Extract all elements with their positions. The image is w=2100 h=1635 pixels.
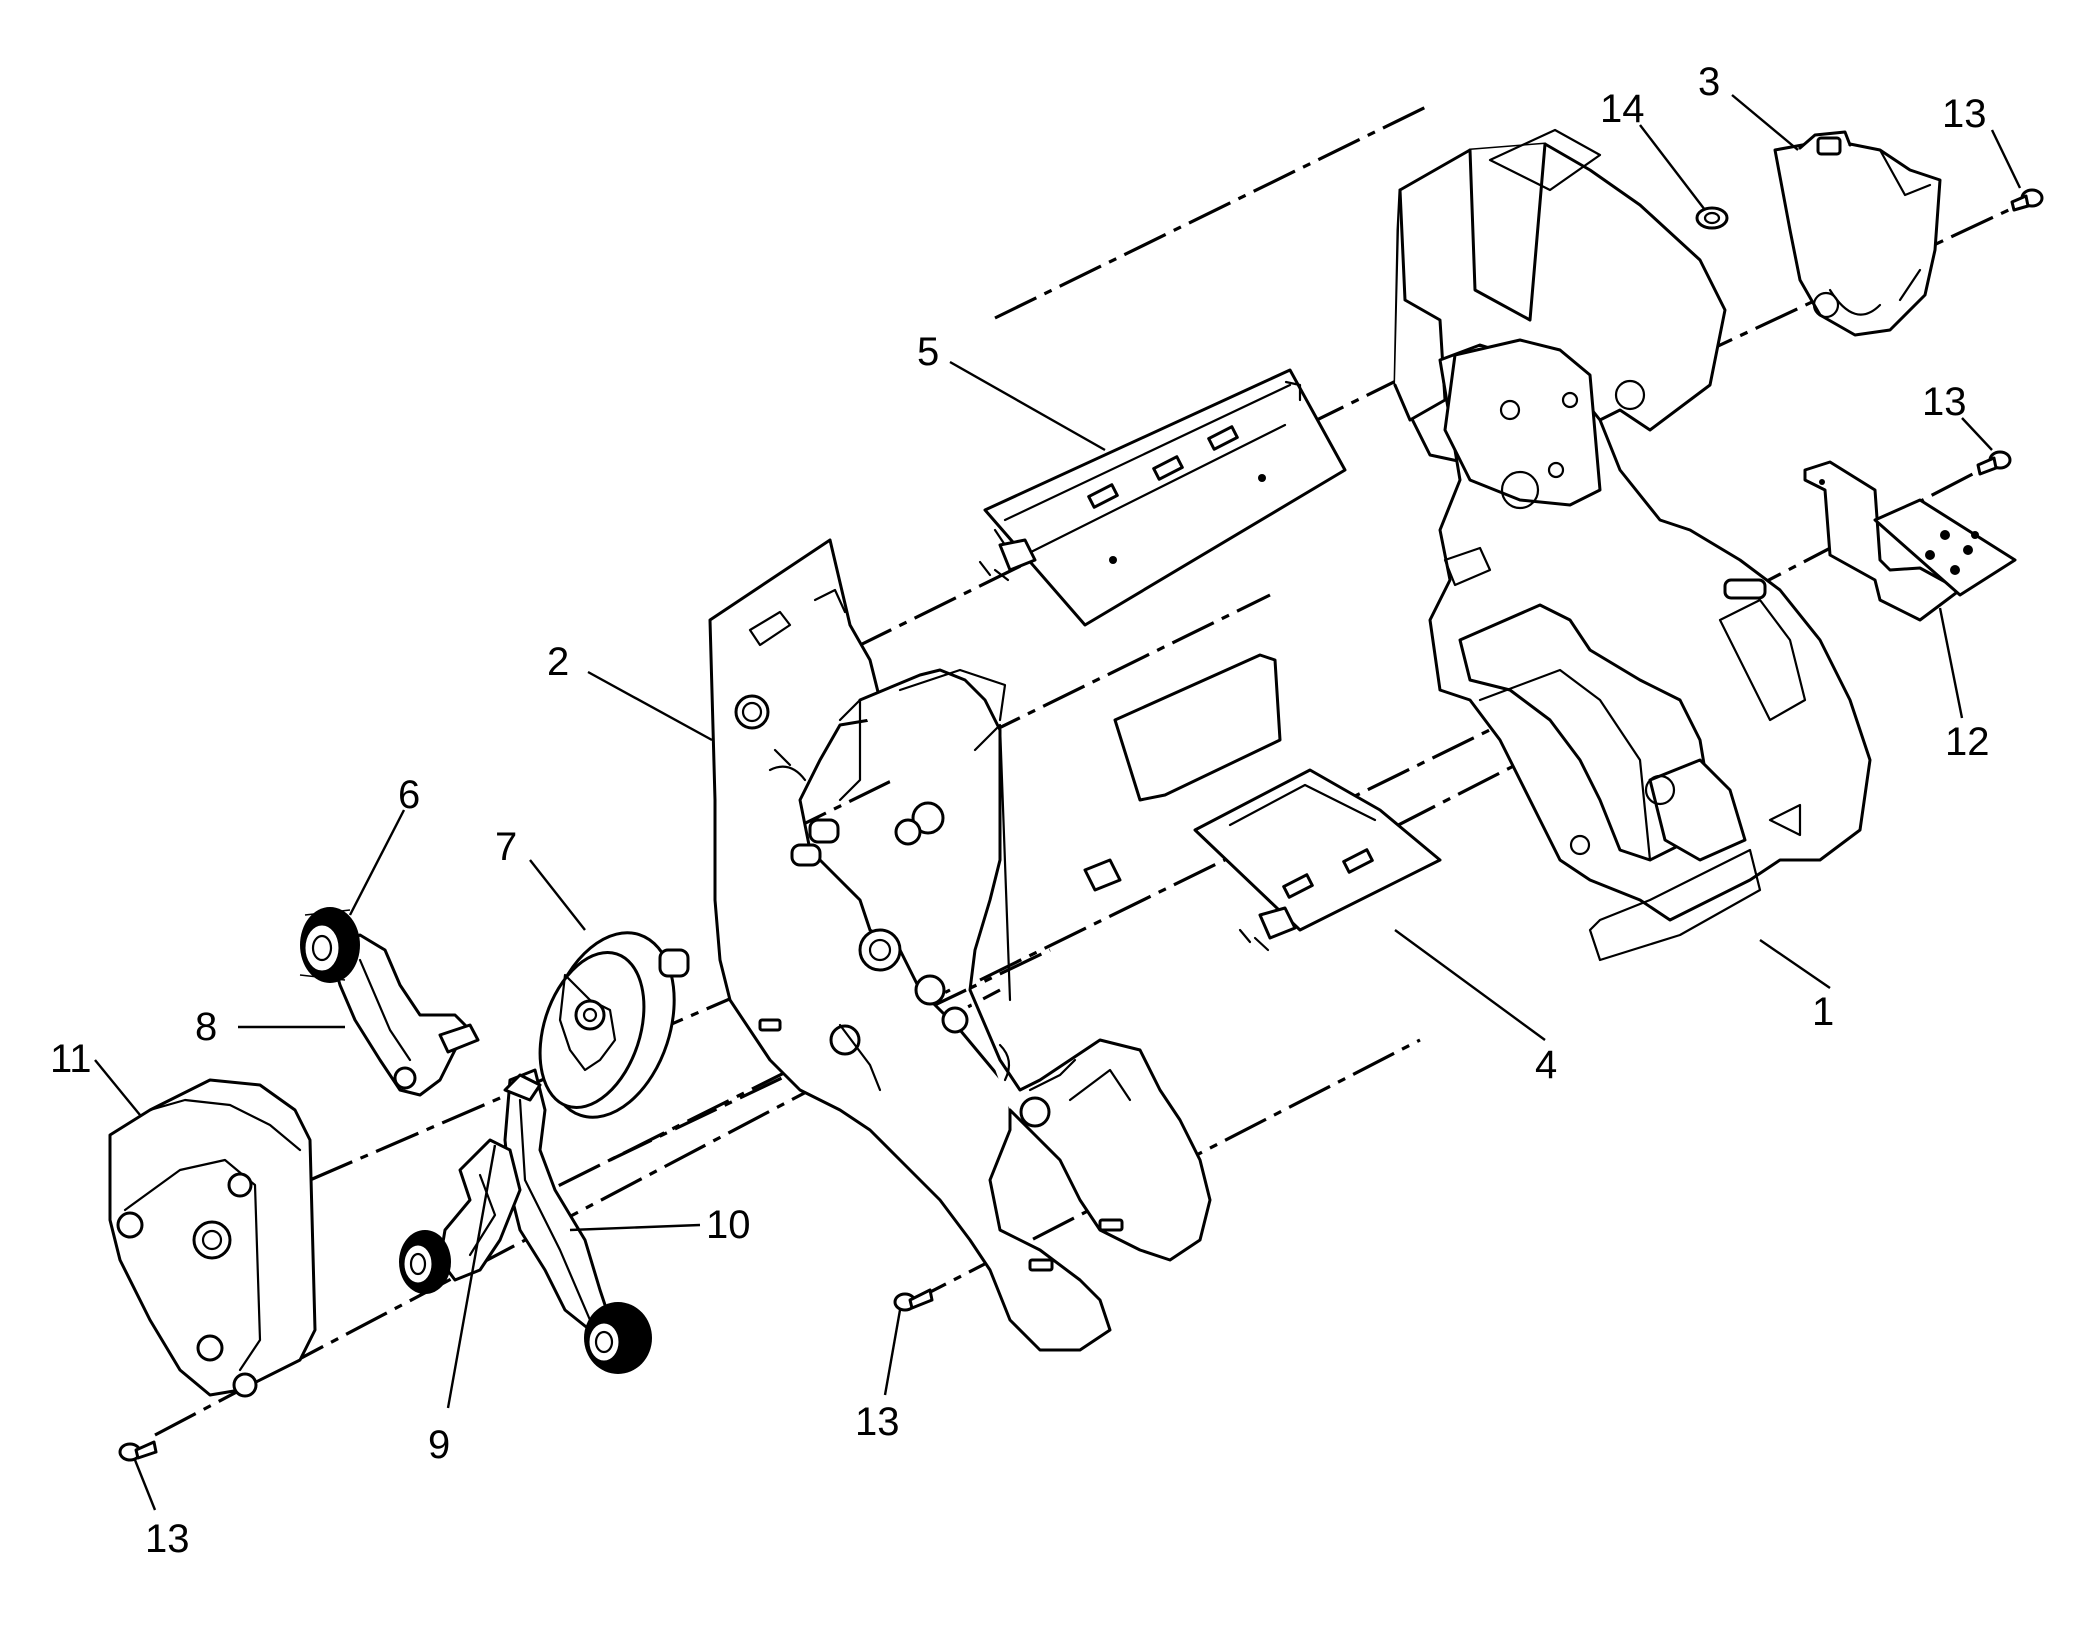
axis-line: [1739, 463, 1991, 597]
leader-2: [587, 670, 713, 742]
part-1-main-housing: [1393, 128, 1872, 962]
part-9-link-arm: [438, 1138, 522, 1282]
callout-1: 1: [1812, 990, 1834, 1034]
leader-13b: [1961, 417, 1993, 451]
part-11-gear-cover: [108, 1078, 317, 1398]
callout-8: 8: [195, 1005, 217, 1049]
callout-3: 3: [1698, 60, 1720, 104]
leader-7: [529, 859, 586, 931]
callout-9: 9: [428, 1423, 450, 1467]
callout-12: 12: [1945, 720, 1990, 764]
callouts: 1 2 3 4 5 6 7 8 9 10 11 12 13 13 13 13 1…: [50, 60, 1990, 1561]
part-4-inner-panel: [1083, 653, 1442, 952]
callout-6: 6: [398, 773, 420, 817]
screw-bottom-left: [118, 1440, 158, 1462]
part-7-pulley: [538, 931, 690, 1119]
part-9-gear-roller: [399, 1230, 451, 1294]
leader-10: [569, 1223, 701, 1232]
part-6-gear-roller: [299, 907, 360, 983]
leader-11: [94, 1059, 141, 1116]
leader-13a: [1990, 129, 2022, 189]
part-10-gear-roller: [584, 1302, 652, 1374]
leader-1: [1759, 939, 1831, 989]
screw-top-right: [2010, 188, 2044, 212]
callout-7: 7: [495, 825, 517, 869]
part-2-side-frame: [708, 538, 1212, 1352]
part-5-door-plate: [978, 368, 1347, 627]
leader-4: [1394, 929, 1546, 1041]
leader-6: [348, 809, 406, 916]
callout-13-bottom-left: 13: [145, 1517, 190, 1561]
leader-9: [446, 1144, 497, 1409]
part-8-roller-arm: [328, 933, 480, 1097]
leader-lines: [94, 94, 2022, 1511]
leader-13c: [883, 1309, 902, 1396]
callout-11: 11: [50, 1037, 92, 1081]
leader-13d: [133, 1459, 157, 1511]
leader-3: [1731, 94, 1799, 151]
screw-right: [1976, 450, 2012, 476]
leader-14: [1639, 124, 1706, 211]
callout-13-bottom-center: 13: [855, 1400, 900, 1444]
callout-5: 5: [917, 330, 939, 374]
callout-2: 2: [547, 640, 569, 684]
callout-14: 14: [1600, 87, 1645, 131]
leader-12: [1938, 607, 1964, 719]
part-3-motor-housing: [1773, 130, 1942, 337]
leader-5: [949, 360, 1106, 452]
part-12-bracket: [1803, 460, 2017, 622]
axis-line: [994, 103, 1431, 320]
callout-4: 4: [1535, 1043, 1557, 1087]
part-13-screws: [118, 188, 2044, 1462]
screw-bottom-center: [893, 1288, 934, 1312]
callout-13-top-right: 13: [1942, 92, 1987, 136]
callout-13-right: 13: [1922, 380, 1967, 424]
part-14-grommet: [1695, 206, 1729, 230]
callout-10: 10: [706, 1203, 751, 1247]
